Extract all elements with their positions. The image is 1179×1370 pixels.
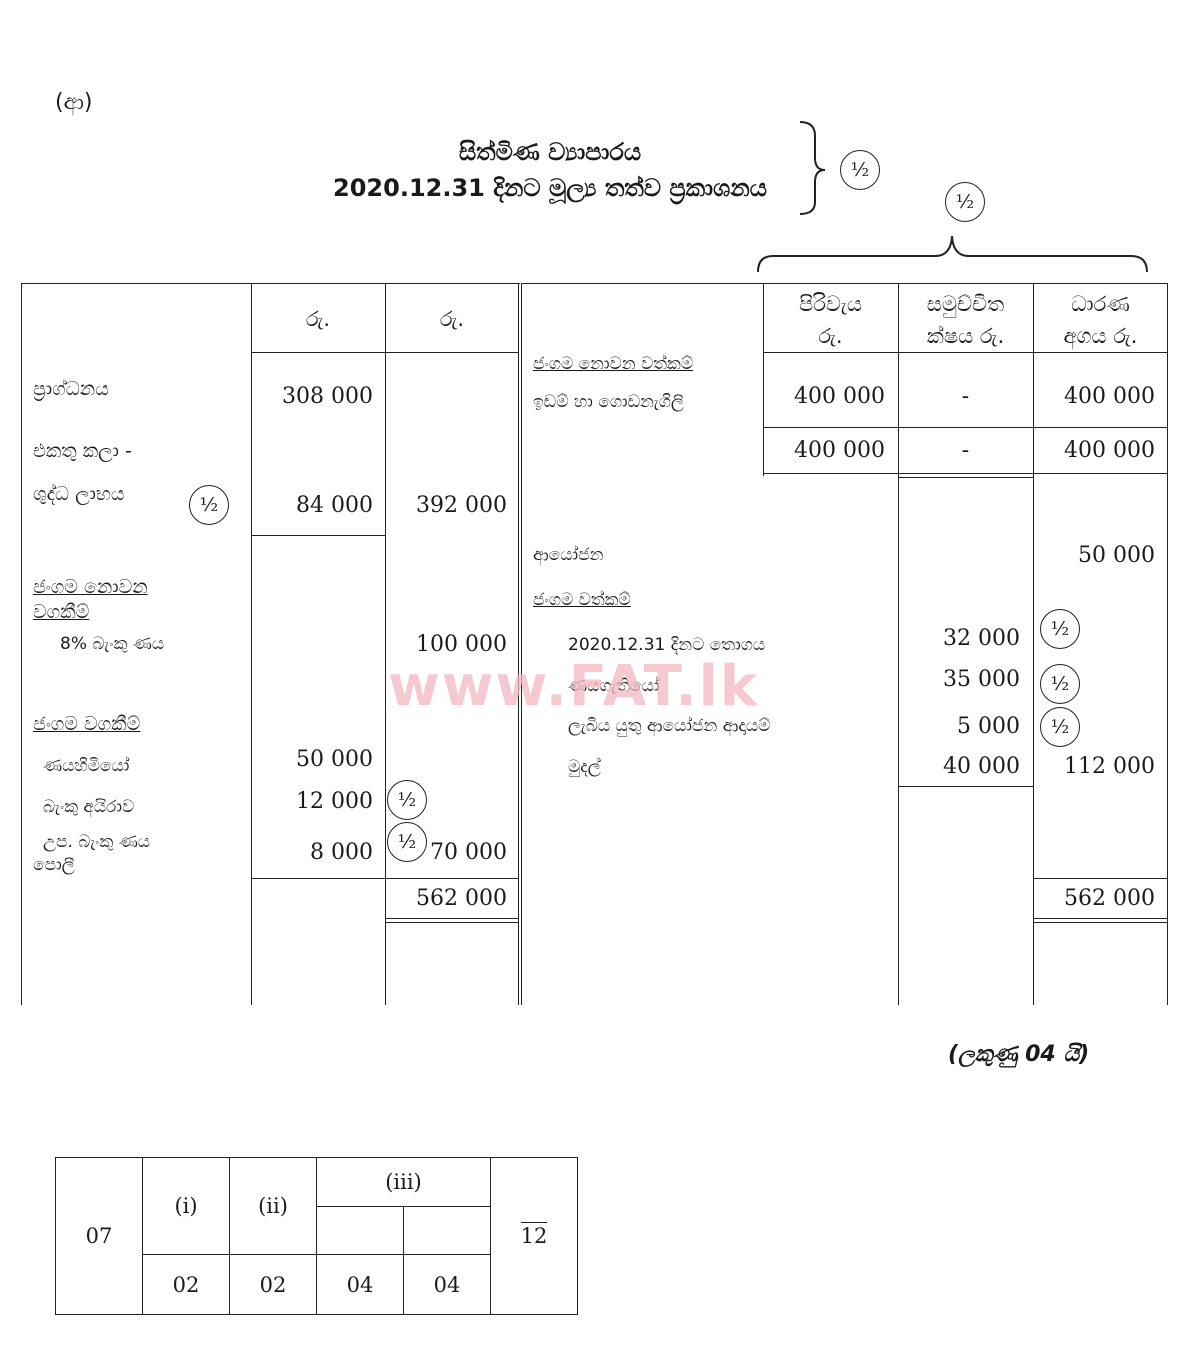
half-mark-debtors: ½ <box>1040 664 1080 704</box>
business-name: සිත්මිණ ව්‍යාපාරය <box>458 138 642 166</box>
investments-value: 50 000 <box>1078 543 1155 568</box>
marks-summary-table: 07 (i) (ii) (iii) 12 02 02 04 04 <box>55 1157 578 1315</box>
subtotal-cost: 400 000 <box>794 438 885 463</box>
title-brace-icon <box>799 121 826 215</box>
land-nbv: 400 000 <box>1064 384 1155 409</box>
subtotal-nbv: 400 000 <box>1064 438 1155 463</box>
half-mark-title: ½ <box>840 150 880 190</box>
bank-loan-value: 100 000 <box>416 632 507 657</box>
capital-label: ප්‍රාග්ධනය <box>33 378 109 400</box>
debtors-label: ණයගැතියෝ <box>568 676 660 696</box>
current-assets-heading: ජංගම වත්කම් <box>533 590 631 610</box>
half-mark-overdraft: ½ <box>387 780 427 820</box>
noncurrent-assets-heading: ජංගම නොවන වත්කම් <box>533 354 694 374</box>
col-header-cost: පිරිවැය <box>799 292 862 316</box>
noncurrent-liabilities-heading: ජංගම නොවන <box>33 576 148 598</box>
land-label: ඉඩම් හා ගොඩනැගිලි <box>533 392 684 412</box>
accrued-interest-label-2: පොලී <box>33 855 75 875</box>
col-header-nbv-unit: අගය රු. <box>1063 324 1138 348</box>
part-i-header: (i) <box>142 1157 230 1255</box>
cash-value: 40 000 <box>943 754 1020 779</box>
total-marks-cell: 12 <box>490 1157 578 1315</box>
half-mark-columns: ½ <box>945 182 985 222</box>
col-header-rs-2: රු. <box>439 307 465 331</box>
land-cost: 400 000 <box>794 384 885 409</box>
half-mark-net-profit: ½ <box>189 485 229 525</box>
part-ii-header: (ii) <box>229 1157 317 1255</box>
creditors-label: ණයහිමියෝ <box>43 756 130 776</box>
left-grand-total: 562 000 <box>416 886 507 911</box>
right-grand-total: 562 000 <box>1064 886 1155 911</box>
col-header-nbv: ධාරණ <box>1071 292 1130 316</box>
current-liabilities-total: 70 000 <box>430 840 507 865</box>
stock-label: 2020.12.31 දිනට තොගය <box>568 635 766 655</box>
land-depreciation: - <box>961 384 970 409</box>
watermark: www.FAT.lk <box>388 654 760 719</box>
capital-value: 308 000 <box>282 384 373 409</box>
mark-ii: 02 <box>229 1254 317 1315</box>
overdraft-label: බැංකු අයිරාව <box>43 797 135 817</box>
col-header-depreciation-unit: ක්ෂය රු. <box>926 324 1005 348</box>
overdraft-value: 12 000 <box>296 789 373 814</box>
col-header-cost-unit: රු. <box>818 324 843 348</box>
part-iii-header: (iii) <box>316 1157 491 1207</box>
creditors-value: 50 000 <box>296 747 373 772</box>
part-label: (ආ) <box>55 90 93 115</box>
col-header-rs-1: රු. <box>305 307 331 331</box>
subtotal-depreciation: - <box>961 438 970 463</box>
net-profit-value: 84 000 <box>296 493 373 518</box>
mark-iii-a: 04 <box>316 1254 404 1315</box>
question-number: 07 <box>55 1157 143 1315</box>
debtors-value: 35 000 <box>943 667 1020 692</box>
mark-iii-b: 04 <box>403 1254 491 1315</box>
total-marks: 12 <box>520 1222 548 1248</box>
columns-brace-icon <box>757 235 1148 273</box>
add-label: එකතු කලා - <box>33 440 132 462</box>
net-profit-label: ශුද්ධ ලාභය <box>33 483 125 505</box>
part-iii-a-header <box>316 1206 404 1255</box>
investments-label: ආයෝජන <box>533 545 604 565</box>
noncurrent-liabilities-heading-2: වගකීම් <box>33 601 90 623</box>
cash-label: මුදල් <box>568 757 601 777</box>
statement-title: 2020.12.31 දිනට මූල්‍ය තත්ව ප්‍රකාශනය <box>333 174 767 202</box>
stock-value: 32 000 <box>943 626 1020 651</box>
half-mark-stock: ½ <box>1040 609 1080 649</box>
part-iii-b-header <box>403 1206 491 1255</box>
bank-loan-label: 8% බැංකු ණය <box>60 634 165 654</box>
investment-income-label: ලැබිය යුතු ආයෝජන ආදායම් <box>568 716 771 736</box>
current-liabilities-heading: ජංගම වගකීම් <box>33 713 141 735</box>
current-assets-total: 112 000 <box>1064 754 1155 779</box>
mark-i: 02 <box>142 1254 230 1315</box>
accrued-interest-value: 8 000 <box>310 840 373 865</box>
capital-total: 392 000 <box>416 493 507 518</box>
marks-note: (ලකුණු 04 යි) <box>948 1042 1090 1067</box>
investment-income-value: 5 000 <box>957 714 1020 739</box>
accrued-interest-label: උප. බැංකු ණය <box>43 832 151 852</box>
col-header-depreciation: සමුච්චිත <box>926 292 1005 316</box>
half-mark-investment-income: ½ <box>1040 707 1080 747</box>
half-mark-accrued-interest: ½ <box>387 822 427 862</box>
